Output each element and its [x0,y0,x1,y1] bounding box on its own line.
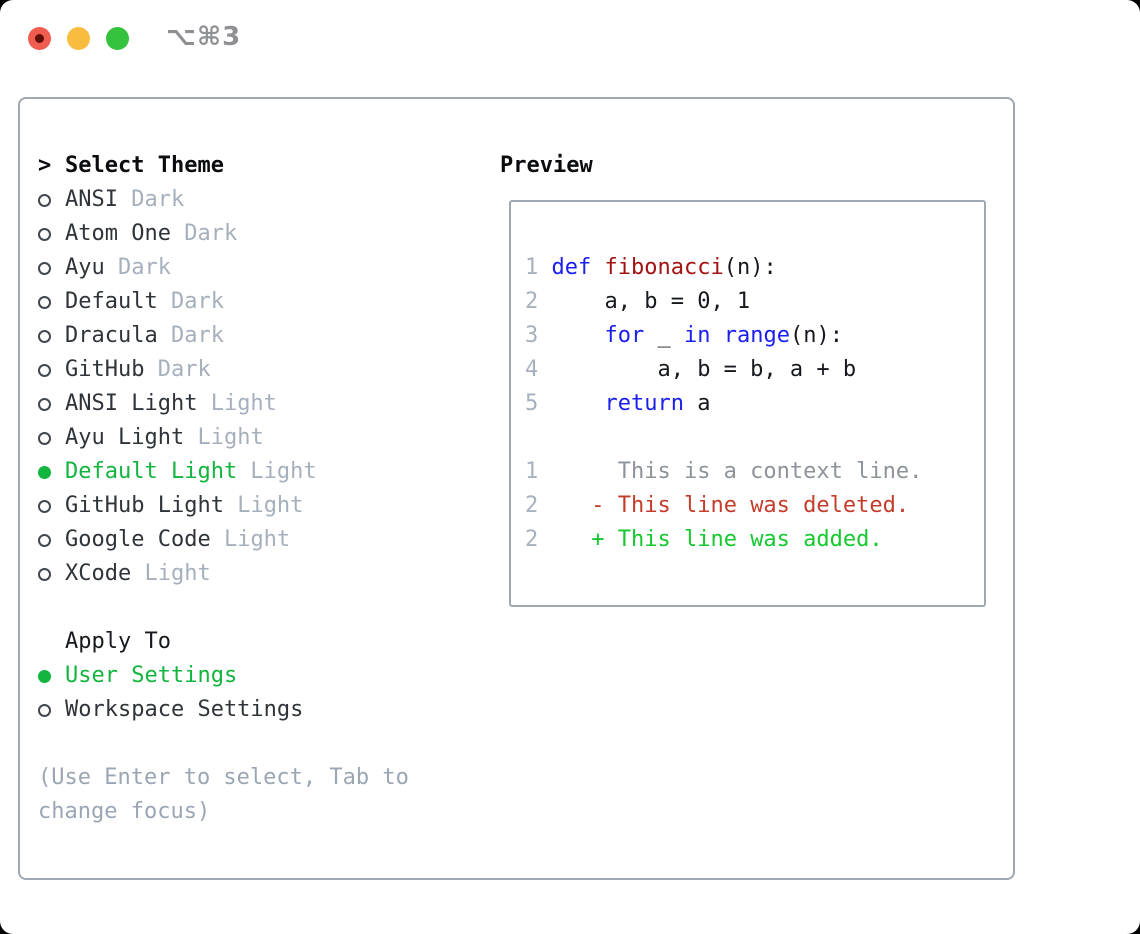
theme-name: ANSI Light [65,391,198,416]
spacer [38,727,409,761]
theme-option-github-light[interactable]: GitHub Light Light [38,489,409,523]
theme-variant: Light [131,561,211,586]
theme-name: Default [65,289,158,314]
preview-box: 1 def fibonacci(n): 2 a, b = 0, 1 3 for _ … [509,200,986,607]
preview-line: 2 - This line was deleted. [525,493,910,518]
minimize-button[interactable] [67,27,90,50]
preview-line: 3 for _ in range(n): [525,323,843,348]
theme-name: Ayu [65,255,105,280]
radio-unselected-icon [38,431,65,445]
theme-variant: Dark [104,255,171,280]
hint-text: (Use Enter to select, Tab to change focus… [38,761,409,829]
theme-option-google-code[interactable]: Google Code Light [38,523,409,557]
hint-line: change focus) [38,799,211,824]
preview-line: 5 return a [525,391,711,416]
radio-unselected-icon [38,193,65,207]
theme-variant: Light [237,459,317,484]
theme-option-xcode[interactable]: XCode Light [38,557,409,591]
theme-name: ANSI [65,187,118,212]
theme-option-ansi-light[interactable]: ANSI Light Light [38,387,409,421]
theme-variant: Light [223,493,304,518]
radio-unselected-icon [38,499,65,513]
theme-name: GitHub Light [65,493,224,518]
titlebar: ⌥⌘3 [0,0,1140,76]
theme-option-ayu[interactable]: Ayu Dark [38,251,409,285]
theme-name: Ayu Light [65,425,185,450]
apply-to-header: Apply To [38,625,409,659]
preview-line: 2 + This line was added. [525,527,883,552]
theme-option-ayu-light[interactable]: Ayu Light Light [38,421,409,455]
radio-unselected-icon [38,295,65,309]
radio-unselected-icon [38,567,65,581]
preview-code: 1 def fibonacci(n): 2 a, b = 0, 1 3 for _ … [525,251,984,557]
theme-option-ansi[interactable]: ANSI Dark [38,183,409,217]
focus-caret-icon: > [38,153,52,178]
theme-option-github[interactable]: GitHub Dark [38,353,409,387]
radio-unselected-icon [38,703,65,717]
preview-line: 1 def fibonacci(n): [525,255,777,280]
theme-variant: Dark [170,221,238,246]
unsaved-dot-icon [35,34,44,43]
apply-to-title: Apply To [65,629,171,654]
theme-name: Google Code [65,527,211,552]
hint-line: (Use Enter to select, Tab to [38,765,409,790]
radio-unselected-icon [38,329,65,343]
theme-option-dracula[interactable]: Dracula Dark [38,319,409,353]
theme-variant: Light [184,425,264,450]
apply-option-label: User Settings [65,663,238,688]
theme-variant: Dark [157,323,224,348]
radio-selected-icon [38,669,65,683]
theme-option-atom-one[interactable]: Atom One Dark [38,217,409,251]
window-shortcut-label: ⌥⌘3 [166,22,242,52]
theme-name: GitHub [65,357,145,382]
preview-line: 4 a, b = b, a + b [525,357,857,382]
radio-unselected-icon [38,397,65,411]
preview-line [525,421,984,455]
radio-unselected-icon [38,533,65,547]
theme-variant: Light [197,391,277,416]
theme-variant: Dark [144,357,211,382]
theme-name: XCode [65,561,132,586]
spacer [38,591,409,625]
theme-name: Atom One [65,221,171,246]
theme-name: Default Light [65,459,238,484]
theme-variant: Dark [117,187,185,212]
theme-variant: Dark [157,289,224,314]
zoom-button[interactable] [106,27,129,50]
preview-header: Preview [500,149,593,183]
close-button[interactable] [28,27,51,50]
preview-line: 2 a, b = 0, 1 [525,289,751,314]
radio-selected-icon [38,465,65,479]
radio-unselected-icon [38,227,65,241]
radio-unselected-icon [38,363,65,377]
apply-option-label: Workspace Settings [65,697,304,722]
preview-line: 1 This is a context line. [525,459,923,484]
theme-name: Dracula [65,323,158,348]
apply-option-user-settings[interactable]: User Settings [38,659,409,693]
apply-option-workspace-settings[interactable]: Workspace Settings [38,693,409,727]
preview-title: Preview [500,153,593,178]
select-theme-title: Select Theme [65,153,224,178]
radio-unselected-icon [38,261,65,275]
theme-variant: Light [210,527,291,552]
theme-option-default[interactable]: Default Dark [38,285,409,319]
select-theme-header: > Select Theme [38,149,409,183]
theme-option-default-light[interactable]: Default Light Light [38,455,409,489]
